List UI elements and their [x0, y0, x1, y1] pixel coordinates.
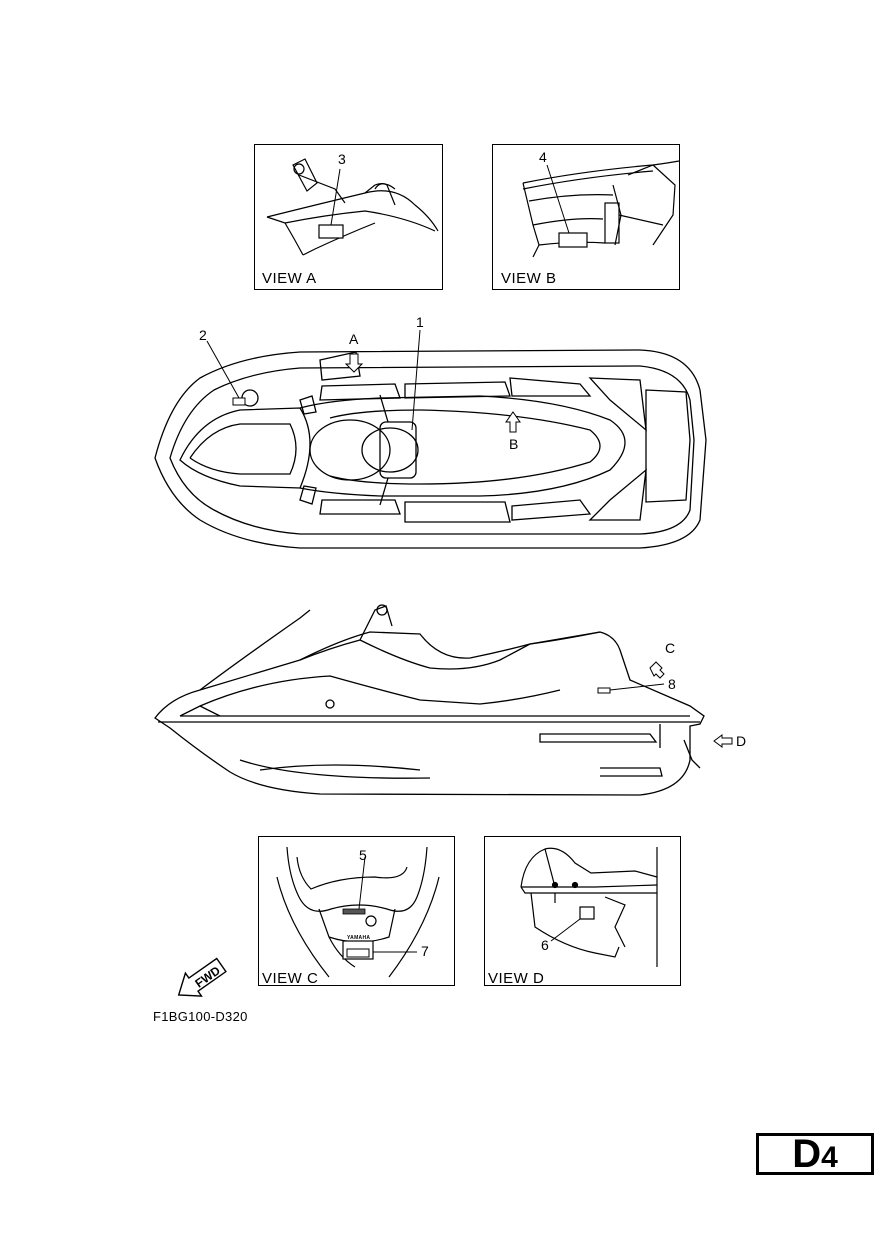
view-arrow-a-label: A	[349, 331, 359, 347]
callout-5: 5	[359, 847, 367, 863]
yamaha-logo-text: YAMAHA	[347, 935, 371, 941]
callout-6: 6	[541, 937, 549, 953]
page-badge-number: 4	[821, 1141, 838, 1174]
callout-1: 1	[416, 314, 424, 330]
view-d-label: VIEW D	[488, 970, 545, 987]
view-b-drawing	[522, 160, 680, 258]
view-b-label: VIEW B	[501, 270, 557, 287]
view-arrow-c-label: C	[665, 640, 676, 656]
side-view-hull	[154, 604, 705, 796]
view-d-panel: 6 VIEW D	[484, 836, 681, 987]
fwd-arrow-shape	[177, 957, 227, 997]
view-c-panel: YAMAHA 5 7 VIEW C	[258, 836, 455, 987]
callout-8: 8	[668, 676, 676, 692]
view-arrow-d-label: D	[736, 733, 747, 749]
view-d-drawing	[520, 847, 658, 967]
callout-2: 2	[199, 327, 207, 343]
figure-code: F1BG100-D320	[153, 1009, 248, 1024]
callout-7: 7	[421, 943, 429, 959]
view-c-label: VIEW C	[262, 970, 319, 987]
view-c-drawing	[276, 846, 440, 978]
view-a-panel: 3 VIEW A	[254, 144, 443, 290]
view-a-label: VIEW A	[262, 270, 317, 287]
view-arrow-b-label: B	[509, 436, 519, 452]
view-a-drawing	[266, 158, 439, 256]
callout-3: 3	[338, 151, 346, 167]
view-b-panel: 4 VIEW B	[492, 144, 680, 290]
page-badge: D 4	[756, 1133, 874, 1175]
page-badge-letter: D	[792, 1132, 822, 1176]
top-view-hull	[154, 349, 707, 549]
callout-4: 4	[539, 149, 547, 165]
